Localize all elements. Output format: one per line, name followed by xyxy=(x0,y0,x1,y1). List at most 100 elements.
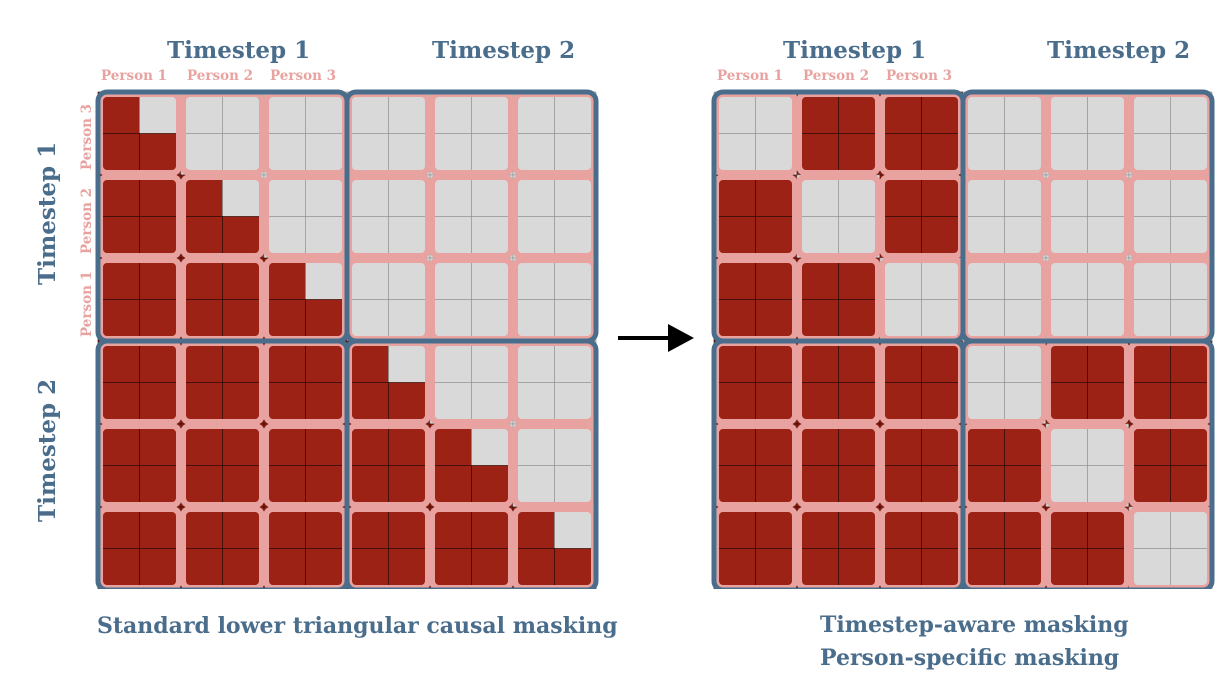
allowed-cell xyxy=(263,382,306,425)
allowed-cell xyxy=(263,465,306,508)
allowed-cell xyxy=(1045,382,1088,425)
allowed-cell xyxy=(429,506,472,549)
allowed-cell xyxy=(388,465,431,508)
allowed-cell xyxy=(1004,548,1047,589)
masked-cell xyxy=(346,299,389,342)
allowed-cell xyxy=(755,299,798,342)
left-side-timestep-2-label: Timestep 2 xyxy=(34,378,61,522)
masked-cell xyxy=(1004,382,1047,425)
masked-cell xyxy=(471,174,514,217)
allowed-cell xyxy=(346,340,389,383)
allowed-cell xyxy=(180,465,223,508)
masked-cell xyxy=(471,423,514,466)
masked-cell xyxy=(554,506,597,549)
allowed-cell xyxy=(222,257,265,300)
allowed-cell xyxy=(796,506,839,549)
allowed-cell xyxy=(879,216,922,259)
allowed-cell xyxy=(346,423,389,466)
allowed-cell xyxy=(222,382,265,425)
allowed-cell xyxy=(429,548,472,589)
masked-cell xyxy=(1128,257,1171,300)
masked-cell xyxy=(429,299,472,342)
allowed-cell xyxy=(139,506,182,549)
person-block-border xyxy=(796,174,881,259)
allowed-cell xyxy=(1128,465,1171,508)
allowed-cell xyxy=(180,216,223,259)
masked-cell xyxy=(305,174,348,217)
masked-cell xyxy=(305,216,348,259)
masked-cell xyxy=(346,133,389,176)
masked-cell xyxy=(388,299,431,342)
allowed-cell xyxy=(222,423,265,466)
right-attention-mask-matrix xyxy=(711,89,1215,589)
masked-cell xyxy=(429,382,472,425)
allowed-cell xyxy=(263,257,306,300)
allowed-cell xyxy=(838,257,881,300)
allowed-cell xyxy=(180,340,223,383)
allowed-cell xyxy=(962,548,1005,589)
masked-cell xyxy=(388,216,431,259)
left-top-person-3-label: Person 3 xyxy=(270,68,337,84)
allowed-cell xyxy=(429,465,472,508)
masked-cell xyxy=(554,423,597,466)
masked-cell xyxy=(305,257,348,300)
masked-cell xyxy=(1045,423,1088,466)
allowed-cell xyxy=(962,423,1005,466)
right-top-timestep-1-label: Timestep 1 xyxy=(783,37,927,64)
masked-cell xyxy=(962,133,1005,176)
masked-cell xyxy=(512,465,555,508)
allowed-cell xyxy=(1170,382,1213,425)
masked-cell xyxy=(1004,133,1047,176)
right-top-timestep-2-label: Timestep 2 xyxy=(1047,37,1191,64)
masked-cell xyxy=(263,133,306,176)
masked-cell xyxy=(429,91,472,134)
allowed-cell xyxy=(796,257,839,300)
masked-cell xyxy=(962,91,1005,134)
masked-cell xyxy=(1170,506,1213,549)
allowed-cell xyxy=(879,340,922,383)
allowed-cell xyxy=(921,423,964,466)
masked-cell xyxy=(1004,257,1047,300)
masked-cell xyxy=(1087,133,1130,176)
right-caption-line-1: Timestep-aware masking xyxy=(820,612,1129,638)
masked-cell xyxy=(263,174,306,217)
allowed-cell xyxy=(1045,340,1088,383)
masked-cell xyxy=(554,340,597,383)
right-arrow-icon xyxy=(618,324,694,352)
allowed-cell xyxy=(921,174,964,217)
masked-cell xyxy=(962,216,1005,259)
allowed-cell xyxy=(263,340,306,383)
masked-cell xyxy=(1128,91,1171,134)
allowed-cell xyxy=(97,299,140,342)
allowed-cell xyxy=(180,382,223,425)
allowed-cell xyxy=(139,423,182,466)
masked-cell xyxy=(180,91,223,134)
allowed-cell xyxy=(471,548,514,589)
masked-cell xyxy=(1170,299,1213,342)
masked-cell xyxy=(1128,174,1171,217)
allowed-cell xyxy=(1128,382,1171,425)
timestep-block-border xyxy=(344,338,599,589)
masked-cell xyxy=(554,382,597,425)
masked-cell xyxy=(1170,548,1213,589)
masked-cell xyxy=(388,257,431,300)
allowed-cell xyxy=(222,506,265,549)
allowed-cell xyxy=(796,340,839,383)
allowed-cell xyxy=(305,506,348,549)
allowed-cell xyxy=(1170,340,1213,383)
masked-cell xyxy=(1128,133,1171,176)
person-block-border xyxy=(429,423,514,508)
masked-cell xyxy=(796,216,839,259)
allowed-cell xyxy=(305,465,348,508)
allowed-cell xyxy=(1170,465,1213,508)
masked-cell xyxy=(1087,423,1130,466)
allowed-cell xyxy=(713,382,756,425)
allowed-cell xyxy=(1170,423,1213,466)
allowed-cell xyxy=(97,174,140,217)
masked-cell xyxy=(1045,174,1088,217)
masked-cell xyxy=(305,133,348,176)
masked-cell xyxy=(838,174,881,217)
masked-cell xyxy=(879,299,922,342)
masked-cell xyxy=(429,216,472,259)
allowed-cell xyxy=(139,257,182,300)
